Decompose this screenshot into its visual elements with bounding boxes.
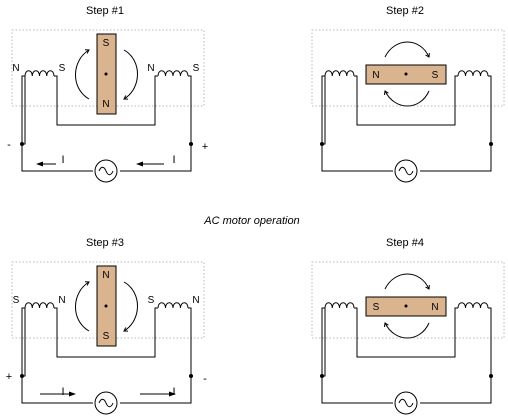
rotor-pole-bottom: S xyxy=(103,331,110,342)
right-coil-outer-pole: S xyxy=(193,63,200,74)
wire xyxy=(188,75,192,144)
terminal-right xyxy=(189,142,193,146)
arc-arrowhead xyxy=(425,284,430,290)
rotor-axis xyxy=(104,304,108,308)
right-coil-outer-pole: N xyxy=(192,295,199,306)
terminal-left xyxy=(320,142,324,146)
arc-arrowhead xyxy=(383,90,389,96)
arc-arrowhead xyxy=(425,52,430,58)
panel-step-3: Step #3 N S S N S N + - I I xyxy=(6,237,207,415)
rotation-arrow-icon xyxy=(383,273,430,339)
rotor-pole-left: N xyxy=(372,70,379,81)
ac-source-icon xyxy=(94,159,118,183)
ac-source-icon xyxy=(394,159,418,183)
right-coil-inner-pole: N xyxy=(147,63,154,74)
wire xyxy=(21,75,25,144)
wire xyxy=(321,376,393,404)
rotor-pole-bottom: N xyxy=(102,99,109,110)
terminal-right xyxy=(489,142,493,146)
right-coil xyxy=(457,302,489,309)
panel-step-4: Step #4 S N xyxy=(311,237,505,415)
rotor-axis xyxy=(404,72,408,76)
left-coil xyxy=(24,70,55,77)
rotor-pole-left: S xyxy=(373,302,380,313)
right-coil xyxy=(457,70,489,77)
current-arrowhead xyxy=(169,391,176,397)
rotor-pole-top: S xyxy=(103,38,110,49)
terminal-polarity-right: + xyxy=(202,141,208,153)
wire xyxy=(420,376,492,404)
terminal-polarity-left: - xyxy=(7,139,11,151)
wire xyxy=(321,144,393,172)
left-coil-outer-pole: S xyxy=(13,295,20,306)
wire xyxy=(488,75,492,144)
diagram-caption: AC motor operation xyxy=(203,215,299,227)
wire xyxy=(21,144,93,172)
wire xyxy=(120,376,192,404)
stator-wire xyxy=(354,307,458,358)
current-arrowhead xyxy=(36,161,43,167)
wire xyxy=(188,307,192,376)
wire xyxy=(420,144,492,172)
terminal-left xyxy=(20,374,24,378)
terminal-right xyxy=(189,374,193,378)
arc-arrowhead xyxy=(123,95,129,100)
stator-wire xyxy=(54,75,158,126)
right-coil xyxy=(157,302,189,309)
terminal-polarity-right: - xyxy=(203,373,207,385)
panel-title: Step #2 xyxy=(386,5,424,17)
wire xyxy=(21,307,25,376)
rotor-axis xyxy=(104,72,108,76)
rotation-arrow-icon xyxy=(383,41,430,107)
arc-arrowhead xyxy=(123,327,129,332)
arc-arrowhead xyxy=(84,49,90,54)
wire xyxy=(488,307,492,376)
panel-title: Step #1 xyxy=(86,5,124,17)
current-label-left: I xyxy=(61,154,64,166)
left-coil-inner-pole: S xyxy=(59,63,66,74)
stator-wire xyxy=(354,75,458,126)
rotation-arrow-icon xyxy=(75,281,138,332)
panel-step-2: Step #2 N S xyxy=(311,5,505,183)
right-coil xyxy=(157,70,189,77)
rotor-pole-right: N xyxy=(431,302,438,313)
panel-title: Step #4 xyxy=(386,237,424,249)
current-label-right: I xyxy=(172,154,175,166)
rotor-pole-top: N xyxy=(102,270,109,281)
wire xyxy=(321,75,325,144)
arc-arrowhead xyxy=(84,281,90,286)
ac-source-icon xyxy=(94,391,118,415)
left-coil-outer-pole: N xyxy=(12,63,19,74)
terminal-left xyxy=(20,142,24,146)
stator-wire xyxy=(54,307,158,358)
left-coil-inner-pole: N xyxy=(58,295,65,306)
rotor-pole-right: S xyxy=(432,70,439,81)
wire xyxy=(120,144,192,172)
left-coil xyxy=(24,302,55,309)
left-coil xyxy=(324,70,355,77)
arc-arrowhead xyxy=(383,322,389,328)
current-arrowhead xyxy=(136,161,143,167)
panel-step-1: Step #1 S N N S N S - + I I xyxy=(7,5,208,183)
left-coil xyxy=(324,302,355,309)
current-arrowhead xyxy=(69,391,76,397)
current-label-right: I xyxy=(172,386,175,398)
terminal-polarity-left: + xyxy=(6,371,12,383)
ac-source-icon xyxy=(394,391,418,415)
rotor-axis xyxy=(404,304,408,308)
terminal-left xyxy=(320,374,324,378)
wire xyxy=(21,376,93,404)
right-coil-inner-pole: S xyxy=(148,295,155,306)
rotation-arrow-icon xyxy=(75,49,138,100)
wire xyxy=(321,307,325,376)
panel-title: Step #3 xyxy=(86,237,124,249)
current-label-left: I xyxy=(61,386,64,398)
terminal-right xyxy=(489,374,493,378)
